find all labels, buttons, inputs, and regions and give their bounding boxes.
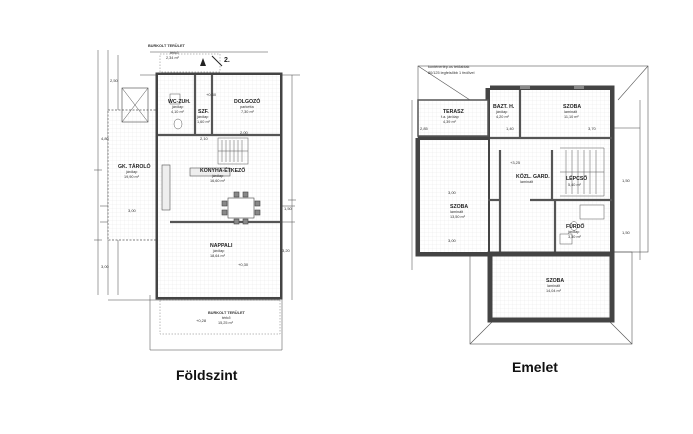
- hall-level: +3,25: [510, 160, 521, 165]
- ground-staircase: [217, 137, 249, 165]
- top-note-2: 80/125 legfelsőbb 1 fedővel: [428, 71, 475, 75]
- study-name: DOLGOZÓ: [234, 97, 260, 105]
- study-floor: parketta: [240, 105, 255, 109]
- upper-inner-walls: [488, 90, 612, 254]
- top-note-1: konténerlép.os tetőablak: [428, 65, 469, 69]
- garage-skylight: [121, 87, 149, 123]
- bedroom-s-name: SZOBA: [546, 278, 564, 284]
- study-area-value: 7,30 m²: [241, 110, 255, 114]
- dim-label: 2,10: [200, 136, 209, 141]
- dim-label: 4,80: [101, 136, 110, 141]
- living-area-value: 18,64 m²: [210, 254, 226, 258]
- dining-table: [221, 191, 261, 225]
- dim-label: 3,00: [101, 264, 110, 269]
- bedroom-s-area-value: 14,04 m²: [546, 289, 562, 293]
- bath-name: BAZT. H.: [493, 104, 515, 110]
- dim-label: 2,85: [420, 126, 429, 131]
- bedroom-ne-name: SZOBA: [563, 104, 581, 110]
- bathroom-name: FÜRDŐ: [566, 223, 584, 230]
- south-paved-area: [159, 299, 281, 335]
- living-name: NAPPALI: [210, 243, 233, 249]
- bedroom-w-name: SZOBA: [450, 204, 468, 210]
- dim-label: 3,70: [588, 126, 597, 131]
- bedroom-w-floor: laminált: [450, 210, 464, 214]
- bathroom-fixtures: [559, 204, 605, 245]
- level-north: +0,30: [206, 92, 217, 97]
- kitchen-area-value: 16,60 m²: [210, 179, 226, 183]
- storage-area-value: 1,60 m²: [197, 120, 211, 124]
- storage-floor: járólap: [196, 115, 208, 119]
- bath-floor: járólap: [495, 110, 507, 114]
- section-mark: 2.: [224, 57, 230, 64]
- dim-label: 1,50: [622, 178, 631, 183]
- wc-name: WC-ZUH.: [168, 99, 191, 105]
- kitchen-counter: [161, 164, 171, 211]
- upper-staircase: [560, 147, 605, 197]
- bathroom-area-value: 3,30 m²: [568, 235, 582, 239]
- ground-floor-plan: 2. BURKOLT TERÜLET térkő 2,34 m² GK. TÁR…: [94, 43, 300, 351]
- garage-area: [107, 109, 159, 241]
- north-paved-area-value: 2,34 m²: [166, 56, 180, 60]
- dim-label: 2,00: [240, 130, 249, 135]
- level-living: +0,30: [238, 262, 249, 267]
- dim-label: 1,50: [622, 230, 631, 235]
- north-paved-area: [159, 53, 221, 73]
- wc-fixtures: [169, 93, 183, 130]
- bath-area-value: 4,20 m²: [496, 115, 510, 119]
- dim-label: 1,50: [284, 206, 293, 211]
- south-paved-note: térkő: [222, 316, 230, 320]
- lower-bedroom-walls: [487, 251, 615, 323]
- terrace-area-value: 4,39 m²: [443, 120, 457, 124]
- upper-terrace: [417, 99, 489, 137]
- upper-floor-plan: konténerlép.os tetőablak 80/125 legfelső…: [411, 65, 649, 345]
- north-paved-name: BURKOLT TERÜLET: [148, 43, 186, 48]
- living-floor: járólap: [212, 249, 224, 253]
- hall-name: KÖZL. GARD.: [516, 173, 550, 180]
- entrance-arrow-icon: [200, 58, 206, 66]
- level-terrace: +0,28: [196, 318, 207, 323]
- dim-label: 3,00: [448, 238, 457, 243]
- garage-area-value: 19,90 m²: [124, 175, 140, 179]
- kitchen-island: [189, 167, 231, 177]
- south-paved-name: BURKOLT TERÜLET: [208, 310, 246, 315]
- south-paved-area-value: 15,25 m²: [218, 321, 234, 325]
- ground-inner-walls: [158, 75, 280, 224]
- bedroom-w-area-value: 13,50 m²: [450, 215, 466, 219]
- bathroom-floor: járólap: [567, 230, 579, 234]
- bedroom-ne-floor: laminált: [564, 110, 578, 114]
- storage-name: SZF.: [198, 109, 209, 115]
- dim-label: 3,00: [128, 208, 137, 213]
- bedroom-ne-area-value: 11,10 m²: [564, 115, 579, 119]
- stair-name: LÉPCSŐ: [566, 174, 587, 182]
- dim-label: 1,40: [506, 126, 515, 131]
- wc-area-value: 4,10 m²: [171, 110, 185, 114]
- kitchen-floor: járólap: [211, 174, 223, 178]
- garage-floor: járólap: [125, 170, 137, 174]
- north-paved-note: térkő: [170, 51, 178, 55]
- ground-floor-title: Földszint: [176, 367, 238, 383]
- kitchen-name: KONYHA-ÉTKEZŐ: [200, 166, 245, 174]
- dim-label: 3,00: [448, 190, 457, 195]
- bedroom-s-floor: laminált: [547, 284, 561, 288]
- garage-name: GK. TÁROLÓ: [118, 162, 151, 170]
- dim-label: 3,20: [282, 248, 291, 253]
- upper-floor-title: Emelet: [512, 359, 558, 375]
- dim-label: 2,50: [110, 78, 119, 83]
- hall-floor: laminált: [520, 180, 534, 184]
- terrace-name: TERASZ: [443, 109, 465, 115]
- stair-area-value: 5,40 m²: [568, 183, 582, 187]
- terrace-floor: f.a. járólap: [441, 115, 459, 119]
- wc-floor: járólap: [171, 105, 183, 109]
